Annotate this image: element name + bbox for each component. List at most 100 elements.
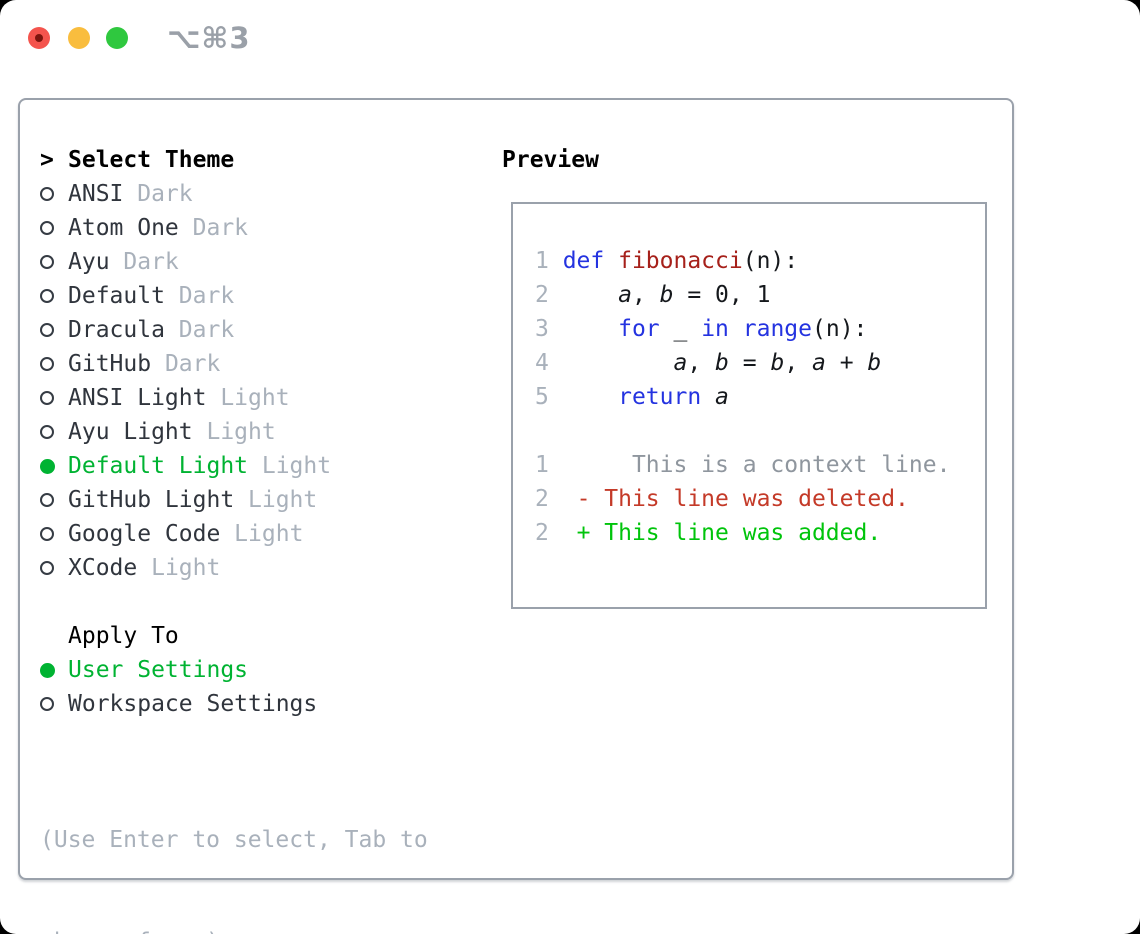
- preview-code-line: 4 a, b = b, a + b: [535, 346, 977, 380]
- code-token-plain: [563, 282, 618, 308]
- apply-option-user-settings[interactable]: User Settings: [40, 653, 428, 687]
- help-hint-line-2: change focus): [40, 925, 428, 934]
- theme-option-ayu-dark[interactable]: Ayu Dark: [40, 245, 428, 279]
- code-token-ctx: This is a context line.: [548, 452, 951, 478]
- apply-option-workspace-settings[interactable]: Workspace Settings: [40, 687, 428, 721]
- radio-unselected-icon: [40, 279, 68, 313]
- code-token-plain: +: [825, 350, 868, 376]
- window-title: ⌥⌘3: [167, 21, 251, 55]
- code-token-num: 5: [535, 384, 563, 410]
- option-variant-label: Light: [220, 521, 304, 547]
- option-label: Ayu: [68, 249, 110, 275]
- code-token-kw: return: [618, 384, 702, 410]
- theme-option-dracula-dark[interactable]: Dracula Dark: [40, 313, 428, 347]
- spacer: [40, 585, 428, 619]
- preview-code-line: 2 a, b = 0, 1: [535, 278, 977, 312]
- radio-unselected-icon: [40, 177, 68, 211]
- radio-unselected-icon: [40, 347, 68, 381]
- code-token-plain: =: [728, 350, 771, 376]
- theme-option-google-code-light[interactable]: Google Code Light: [40, 517, 428, 551]
- code-token-var: b: [867, 350, 882, 376]
- option-variant-label: Light: [192, 419, 276, 445]
- code-token-plain: (n):: [812, 316, 868, 342]
- option-label: Ayu Light: [68, 419, 193, 445]
- option-variant-label: Dark: [109, 249, 179, 275]
- help-hint-line-1: (Use Enter to select, Tab to: [40, 827, 428, 853]
- option-label: GitHub: [68, 351, 152, 377]
- radio-unselected-icon: [40, 415, 68, 449]
- radio-selected-icon: [40, 449, 68, 483]
- option-variant-label: Light: [234, 487, 318, 513]
- code-token-num: 4: [535, 350, 563, 376]
- radio-unselected-icon: [40, 687, 68, 721]
- theme-option-github-light-light[interactable]: GitHub Light Light: [40, 483, 428, 517]
- code-token-kw: def: [562, 248, 619, 274]
- radio-unselected-icon: [40, 211, 68, 245]
- option-label: XCode: [68, 555, 138, 581]
- minimize-button[interactable]: [68, 27, 90, 49]
- preview-code-line: 1 def fibonacci(n):: [535, 244, 977, 278]
- code-token-plain: [701, 384, 715, 410]
- code-token-plain: = 0, 1: [673, 282, 771, 308]
- code-token-plain: _: [659, 316, 702, 342]
- preview-title: Preview: [502, 147, 599, 173]
- option-label: User Settings: [68, 657, 249, 683]
- code-token-del: - This line was deleted.: [576, 486, 909, 512]
- radio-unselected-icon: [40, 517, 68, 551]
- option-label: Default: [68, 283, 165, 309]
- code-token-plain: [549, 520, 577, 546]
- preview-code-line: 5 return a: [535, 380, 977, 414]
- code-token-plain: ,: [687, 350, 716, 376]
- code-token-var: a: [673, 350, 688, 376]
- option-label: Workspace Settings: [68, 691, 318, 717]
- select-theme-label: Select Theme: [68, 147, 235, 173]
- help-hint: (Use Enter to select, Tab to change focu…: [40, 755, 428, 934]
- option-label: GitHub Light: [68, 487, 235, 513]
- preview-code-line: 2 - This line was deleted.: [535, 482, 977, 516]
- option-label: Google Code: [68, 521, 221, 547]
- code-token-plain: (n):: [742, 248, 799, 274]
- theme-option-ansi-dark[interactable]: ANSI Dark: [40, 177, 428, 211]
- option-variant-label: Dark: [178, 215, 249, 241]
- maximize-button[interactable]: [106, 27, 128, 49]
- code-token-var: a: [812, 350, 826, 376]
- option-variant-label: Dark: [164, 317, 235, 343]
- code-token-var: b: [770, 350, 785, 376]
- theme-option-xcode-light[interactable]: XCode Light: [40, 551, 428, 585]
- option-label: ANSI Light: [68, 385, 207, 411]
- preview-code-line: 3 for _ in range(n):: [535, 312, 977, 346]
- select-theme-header: > Select Theme: [40, 143, 428, 177]
- code-token-num: 2: [535, 486, 549, 512]
- theme-option-ansi-light-light[interactable]: ANSI Light Light: [40, 381, 428, 415]
- code-token-var: a: [715, 384, 729, 410]
- code-token-plain: ,: [631, 282, 660, 308]
- code-token-num: 3: [535, 316, 563, 342]
- code-token-var: b: [659, 282, 674, 308]
- code-token-kw: in: [701, 316, 729, 342]
- apply-to-header: Apply To: [40, 619, 428, 653]
- code-token-kw: range: [742, 316, 812, 342]
- spacer: [40, 721, 428, 755]
- theme-option-default-light-light[interactable]: Default Light Light: [40, 449, 428, 483]
- apply-to-label: Apply To: [68, 623, 179, 649]
- radio-unselected-icon: [40, 313, 68, 347]
- code-token-fn: fibonacci: [618, 248, 743, 274]
- theme-option-github-dark[interactable]: GitHub Dark: [40, 347, 428, 381]
- code-token-num: 2: [535, 520, 549, 546]
- theme-option-atom-one-dark[interactable]: Atom One Dark: [40, 211, 428, 245]
- theme-option-default-dark[interactable]: Default Dark: [40, 279, 428, 313]
- theme-option-ayu-light-light[interactable]: Ayu Light Light: [40, 415, 428, 449]
- preview-code-line: 1 This is a context line.: [535, 448, 977, 482]
- option-variant-label: Light: [137, 555, 221, 581]
- close-button[interactable]: [28, 27, 50, 49]
- code-token-plain: [729, 316, 743, 342]
- option-variant-label: Light: [206, 385, 290, 411]
- radio-unselected-icon: [40, 551, 68, 585]
- focus-caret-icon: >: [40, 147, 54, 173]
- radio-unselected-icon: [40, 381, 68, 415]
- gutter: [40, 619, 68, 653]
